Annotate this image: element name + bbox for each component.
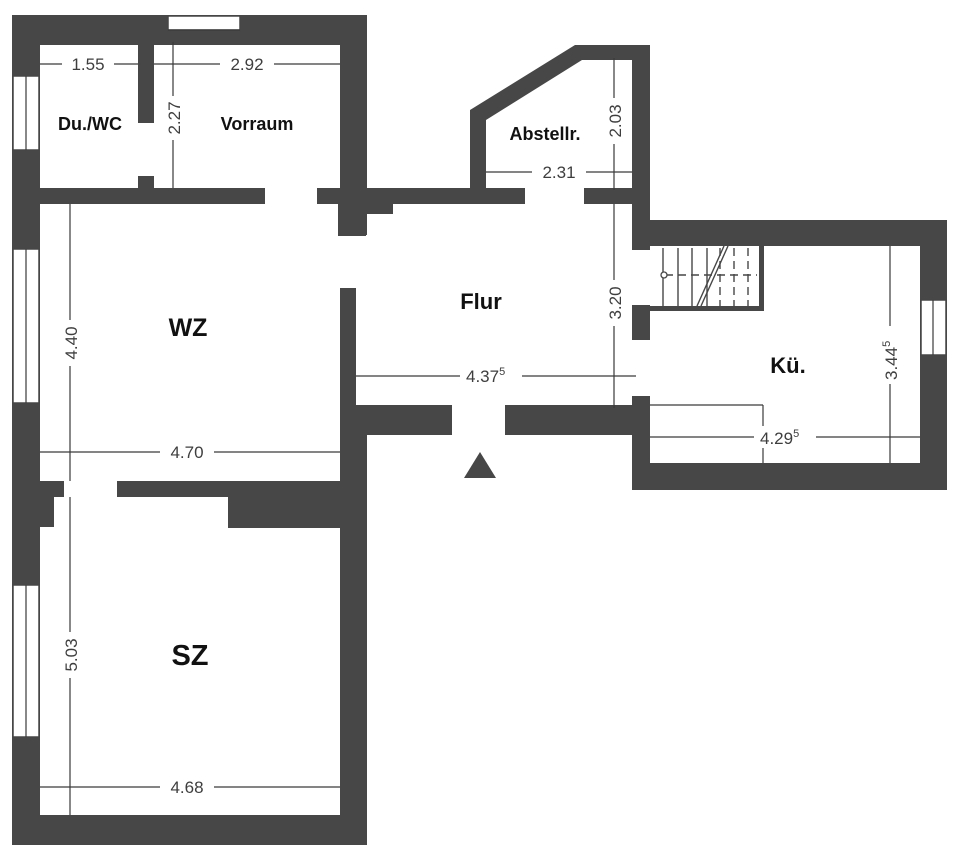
walls [12, 15, 947, 845]
room-label-flur: Flur [460, 289, 502, 314]
wz-flur-partition [340, 288, 356, 433]
room-labels: Du./WC Vorraum Abstellr. WZ Flur Kü. SZ [58, 114, 806, 672]
south-wall [12, 815, 367, 845]
stair-east-wall [759, 244, 764, 310]
kueche-north-wall [632, 220, 947, 246]
west-step [40, 497, 54, 527]
dim-flur-width: 4.375 [466, 366, 505, 386]
dim-kueche-width: 4.295 [760, 428, 799, 448]
dim-vorraum-depth: 2.27 [165, 101, 184, 134]
dimension-lines: 1.55 2.92 2.27 2.03 2.31 3.20 4.375 4.40… [40, 42, 920, 815]
staircase [660, 245, 757, 307]
wc-partition [138, 45, 154, 123]
wz-north-wall-a [40, 188, 265, 204]
room-label-wz: WZ [169, 314, 208, 342]
corner-step-b [338, 188, 366, 236]
dim-sz-depth: 5.03 [62, 638, 81, 671]
windows [12, 15, 947, 738]
kueche-nw-jamb [632, 220, 650, 250]
dim-du-wc-width: 1.55 [71, 55, 104, 74]
dim-flur-depth: 3.20 [606, 286, 625, 319]
room-label-kueche: Kü. [770, 353, 805, 378]
stair-start-icon [660, 271, 668, 279]
room-label-du-wc: Du./WC [58, 114, 122, 134]
dim-wz-width: 4.70 [170, 443, 203, 462]
dim-sz-width: 4.68 [170, 778, 203, 797]
dim-abstellr-width: 2.31 [542, 163, 575, 182]
flur-north-wall-a [367, 188, 525, 204]
room-label-vorraum: Vorraum [221, 114, 294, 134]
room-label-sz: SZ [171, 640, 208, 672]
dim-vorraum-width: 2.92 [230, 55, 263, 74]
dim-abstellr-depth: 2.03 [606, 104, 625, 137]
sz-east-wall [340, 405, 367, 845]
wc-partition-stub [138, 176, 154, 188]
west-door-jamb [40, 481, 64, 497]
flur-south-wall-b [505, 405, 650, 435]
sz-closet-block [228, 481, 367, 528]
dim-kueche-depth: 3.445 [881, 341, 901, 380]
stair-south-wall [650, 306, 764, 311]
abstellraum-walls [470, 45, 650, 250]
window-north [167, 15, 241, 31]
dim-wz-depth: 4.40 [62, 326, 81, 359]
kueche-west-jamb [632, 305, 650, 340]
kueche-south-wall [632, 463, 947, 490]
triangle-up-icon [464, 452, 496, 478]
room-label-abstellr: Abstellr. [509, 124, 580, 144]
